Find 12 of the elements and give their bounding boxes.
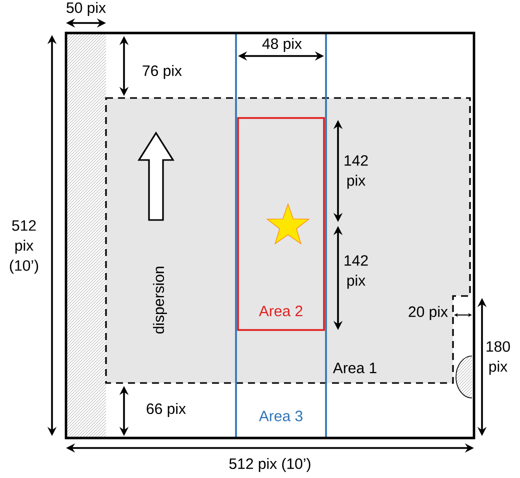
dimension-label: 142 pix [344, 255, 368, 289]
direction-label: dispersion [153, 266, 167, 334]
rectangle-area: Area 2 [237, 117, 325, 331]
dimension-label: 512 pix (10’) [229, 458, 310, 472]
dimension-label: 48 pix [262, 38, 302, 52]
dimension-label: 66 pix [146, 403, 186, 417]
dimension-label: 512 pix (10’) [10, 220, 38, 274]
dimension-label: 76 pix [142, 65, 182, 79]
dimension-label: 50 pix [66, 2, 106, 16]
dimension-label: 20 pix [408, 306, 448, 320]
dimension-label: 180 pix [486, 341, 510, 375]
dimension-label: 142 pix [344, 155, 368, 189]
